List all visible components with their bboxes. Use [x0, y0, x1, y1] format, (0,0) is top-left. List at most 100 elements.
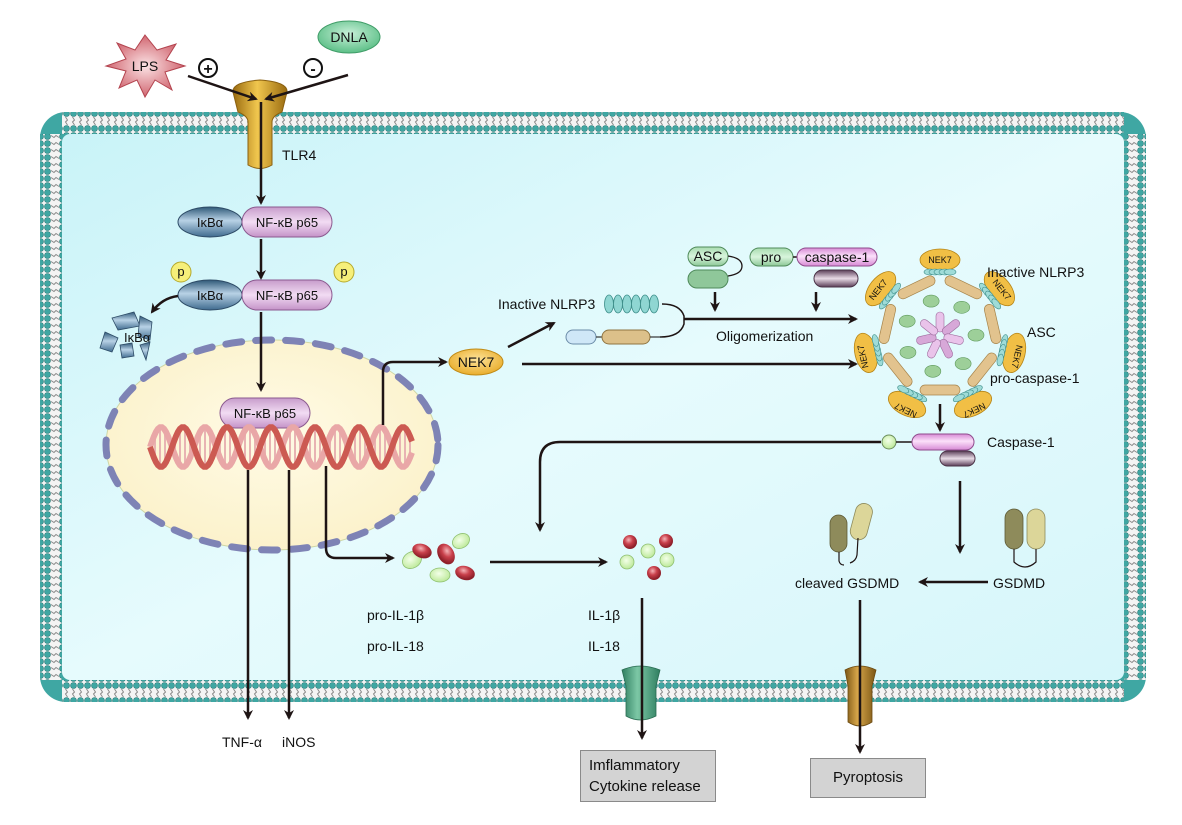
phospho-icon — [333, 261, 355, 283]
tnfa-label: TNF-α — [222, 734, 262, 750]
lrr-repeat — [631, 294, 641, 314]
cytokine-release-line1: Imflammatory — [589, 757, 680, 774]
caspase-subunit — [943, 333, 964, 345]
caspase-subunit — [916, 333, 937, 345]
cleaved-gsdmd-label: cleaved GSDMD — [795, 575, 899, 591]
nek7-induction-arrow — [381, 357, 448, 425]
lrr-repeat — [991, 298, 1001, 310]
inflammasome-label-nlrp3: Inactive NLRP3 — [987, 264, 1084, 280]
membrane-lipid-left — [40, 134, 62, 680]
cleaved-gsdmd — [829, 503, 873, 566]
lps-label: LPS — [132, 58, 158, 74]
gsdmd-label: GSDMD — [993, 575, 1045, 591]
lps: LPS — [104, 34, 187, 99]
mature-il-cluster — [619, 534, 675, 580]
lrr-repeat — [952, 393, 965, 403]
asc-subunit — [898, 314, 916, 328]
svg-text:-: - — [310, 61, 315, 78]
cytokine-release-line2: Cytokine release — [589, 778, 701, 795]
svg-text:+: + — [203, 61, 212, 78]
pro-il-cluster — [402, 533, 475, 583]
nuclear-envelope-pores — [102, 336, 442, 554]
dna-strand — [147, 424, 415, 470]
nlrp3-nacht-domain — [601, 329, 651, 345]
lps-arrow — [187, 74, 258, 102]
lrr-repeat — [996, 353, 1004, 367]
nek7-subunit-label: NEK7 — [928, 255, 952, 265]
pyroptosis-box: Pyroptosis — [810, 758, 926, 798]
active-caspase-1 — [881, 433, 976, 467]
svg-text:pro: pro — [761, 249, 781, 265]
il18-label: IL-18 — [588, 638, 620, 654]
dnla-label: DNLA — [330, 29, 368, 45]
dna-helix — [147, 424, 415, 470]
inos-label: iNOS — [282, 734, 315, 750]
membrane-lipid-top — [62, 112, 1124, 134]
caspase-subunit — [927, 338, 941, 359]
lrr-repeat — [604, 294, 614, 314]
pro-caspase-1: pro caspase-1 — [749, 247, 878, 288]
inflammasome-label-asc: ASC — [1027, 324, 1056, 340]
nuclear-nfkb: NF-κB p65 — [219, 397, 311, 429]
nfkb-shape — [241, 206, 333, 238]
lrr-repeat — [640, 294, 650, 314]
caspase-to-il-arrow — [535, 440, 881, 532]
nucleus — [102, 336, 442, 554]
lrr-repeat — [613, 294, 623, 314]
dnla: DNLA — [317, 20, 381, 54]
phospho-ikba-nfkb-complex: IκBα NF-κB p65 p p — [170, 261, 355, 311]
asc: ASC — [687, 246, 743, 289]
nacht-domain — [897, 275, 936, 300]
pro-il18-label: pro-IL-18 — [367, 638, 424, 654]
inflammasome-label-pro-caspase: pro-caspase-1 — [990, 370, 1080, 386]
asc-subunit — [967, 328, 985, 342]
degraded-ikba-label: IκBα — [124, 330, 151, 345]
lps-star-icon — [104, 34, 187, 99]
tlr4-label: TLR4 — [282, 147, 316, 163]
asc-subunit — [922, 294, 940, 308]
nek7: NEK7 — [448, 348, 504, 376]
nek7-to-nlrp3-arrow — [507, 321, 556, 349]
asc-subunit — [954, 357, 972, 370]
nacht-domain — [883, 352, 913, 387]
nacht-domain — [919, 384, 961, 396]
caspase-subunit — [935, 311, 945, 333]
lrr-repeat — [871, 334, 879, 347]
svg-text:caspase-1: caspase-1 — [805, 249, 870, 265]
caspase-1-label: Caspase-1 — [987, 434, 1055, 450]
il1b-label: IL-1β — [588, 607, 620, 623]
membrane-lipid-right — [1124, 134, 1146, 680]
caspase-subunit — [920, 319, 939, 336]
asc-subunit — [899, 346, 917, 359]
svg-text:IκBα: IκBα — [197, 288, 224, 303]
caspase-subunit — [939, 338, 953, 359]
oligomerization-label: Oligomerization — [716, 328, 813, 344]
lrr-repeat — [622, 294, 632, 314]
nlrp3-pyd-domain — [565, 329, 597, 345]
cytokine-release-box: Imflammatory Cytokine release — [580, 750, 716, 802]
svg-text:NF-κB p65: NF-κB p65 — [256, 215, 318, 230]
nacht-domain — [944, 275, 983, 300]
inhibit-sign: - — [303, 58, 323, 78]
asc-subunit — [924, 364, 942, 378]
dnla-arrow — [264, 73, 349, 102]
nacht-domain — [878, 304, 897, 344]
membrane-lipid-bottom — [62, 680, 1124, 702]
nlrp3-lrr-domain — [604, 294, 659, 314]
svg-text:p: p — [177, 264, 184, 279]
gsdmd — [1004, 508, 1046, 568]
activate-sign: + — [198, 58, 218, 78]
pro-il1b-label: pro-IL-1β — [367, 607, 424, 623]
ikba-degradation-arrow — [150, 294, 179, 314]
svg-text:p: p — [340, 264, 347, 279]
caspase-subunit — [941, 319, 960, 336]
phospho-icon — [170, 261, 192, 283]
svg-text:NF-κB p65: NF-κB p65 — [256, 288, 318, 303]
svg-text:NEK7: NEK7 — [458, 354, 495, 370]
svg-text:ASC: ASC — [694, 248, 723, 264]
dnla-ellipse — [317, 20, 381, 54]
nacht-domain — [983, 304, 1002, 344]
svg-text:NF-κB p65: NF-κB p65 — [234, 406, 296, 421]
